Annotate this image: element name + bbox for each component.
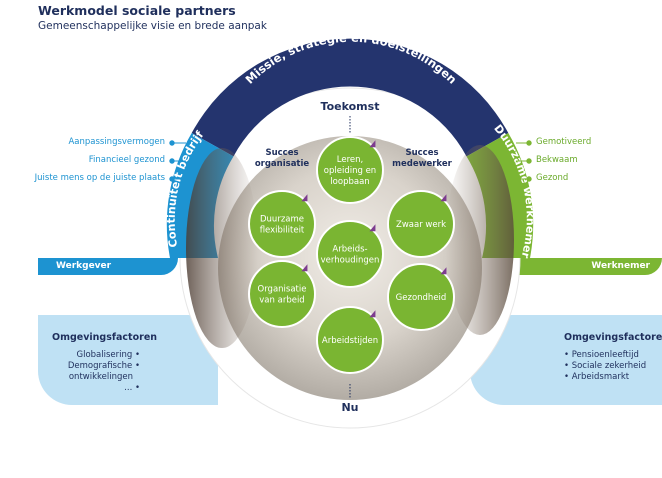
duurzame-flexibiliteit-circle-shape [248, 190, 316, 258]
env-left-item: Demografische • [67, 361, 140, 371]
organisatie-circle-shape [248, 260, 316, 328]
left-label-2: Financieel gezond [88, 155, 165, 165]
gezondheid-circle-label: Gezondheid [396, 293, 447, 303]
gezondheid-circle-shape [387, 263, 455, 331]
env-box-left: Omgevingsfactoren Globalisering • Demogr… [38, 315, 218, 405]
toekomst-label: Toekomst [321, 100, 380, 113]
werknemer-label: Werknemer [591, 261, 650, 271]
env-right-heading: Omgevingsfactoren [564, 332, 662, 343]
succes-medewerker-line2: medewerker [392, 159, 452, 169]
zwaar-werk-circle-marker [440, 194, 447, 202]
right-label-connectors [516, 140, 532, 182]
organisatie-circle-label: van arbeid [259, 296, 304, 306]
arbeidstijden-circle-label: Arbeidstijden [322, 336, 378, 346]
env-left-heading: Omgevingsfactoren [52, 332, 158, 343]
leren-circle-label: loopbaan [330, 177, 369, 187]
env-left-item: Globalisering • [76, 350, 141, 360]
leren-circle-label: opleiding en [324, 166, 376, 176]
arbeidsverhoudingen-circle-label: verhoudingen [321, 256, 380, 266]
werkgever-bar: Werkgever [38, 258, 178, 275]
arbeidsverhoudingen-circle-shape [316, 220, 384, 288]
succes-organisatie-line2: organisatie [255, 159, 310, 169]
arbeidsverhoudingen-circle-marker [369, 224, 376, 232]
env-right-item: • Arbeidsmarkt [564, 372, 630, 382]
leren-circle-label: Leren, [337, 155, 363, 165]
organisatie-circle-label: Organisatie [258, 285, 307, 295]
werkgever-label: Werkgever [56, 261, 112, 271]
zwaar-werk-circle-shape [387, 190, 455, 258]
succes-medewerker-line1: Succes [405, 148, 438, 158]
env-right-item: • Sociale zekerheid [564, 361, 647, 371]
duurzame-flexibiliteit-circle-label: flexibiliteit [260, 226, 305, 236]
person-left-silhouette [186, 148, 258, 348]
zwaar-werk-circle: Zwaar werk [387, 190, 455, 258]
env-left-item: ontwikkelingen [68, 372, 133, 382]
left-label-connectors [169, 140, 186, 182]
left-label-3: Juiste mens op de juiste plaats [34, 173, 165, 183]
ring-top-segment [191, 38, 509, 157]
right-label-2: Bekwaam [536, 155, 578, 165]
arbeidsverhoudingen-circle: Arbeids-verhoudingen [316, 220, 384, 288]
leren-circle-shape [316, 136, 384, 204]
right-label-1: Gemotiveerd [536, 137, 592, 147]
arbeidsverhoudingen-circle-label: Arbeids- [332, 245, 367, 255]
arbeidstijden-circle-marker [369, 310, 376, 318]
right-label-3: Gezond [536, 173, 569, 183]
duurzame-flexibiliteit-circle-marker [301, 194, 308, 202]
leren-circle-marker [369, 140, 376, 148]
env-right-item: • Pensioenleeftijd [564, 350, 639, 360]
nu-label: Nu [341, 401, 358, 414]
page-subtitle: Gemeenschappelijke visie en brede aanpak [38, 20, 267, 32]
werknemer-bar: Werknemer [500, 258, 662, 275]
arbeidstijden-circle: Arbeidstijden [316, 306, 384, 374]
gezondheid-circle: Gezondheid [387, 263, 455, 331]
arbeidstijden-circle-shape [316, 306, 384, 374]
left-label-1: Aanpassingsvermogen [68, 137, 165, 147]
duurzame-flexibiliteit-circle-label: Duurzame [260, 215, 304, 225]
organisatie-circle-marker [301, 264, 308, 272]
gezondheid-circle-marker [440, 267, 447, 275]
zwaar-werk-circle-label: Zwaar werk [396, 220, 446, 230]
succes-organisatie-line1: Succes [265, 148, 298, 158]
topic-circles: Leren,opleiding enloopbaanDuurzameflexib… [248, 136, 455, 374]
env-left-item: ... • [124, 383, 140, 393]
person-right-silhouette [446, 145, 514, 335]
page-title: Werkmodel sociale partners [38, 3, 236, 18]
